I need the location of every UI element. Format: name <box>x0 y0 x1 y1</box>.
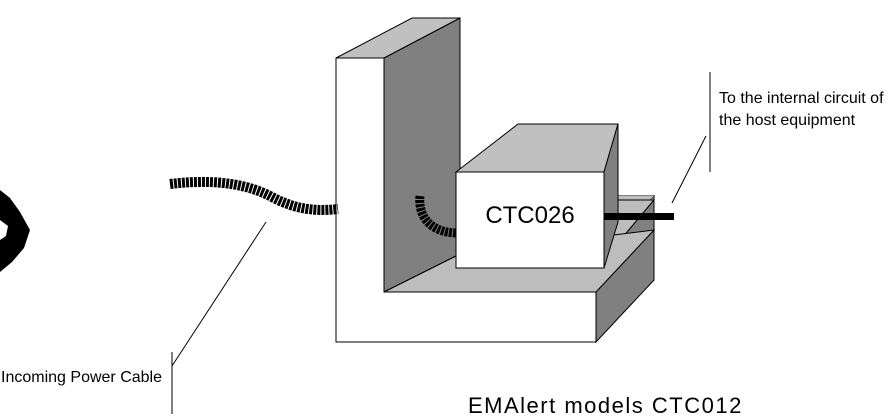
device-label: CTC026 <box>485 202 575 229</box>
callout-leader-left <box>171 221 267 367</box>
device-box-front <box>455 171 605 269</box>
callout-leader-right <box>671 135 707 204</box>
diagram-caption: EMAlert models CTC012 <box>468 393 743 418</box>
callout-power-cable: Incoming Power Cable <box>1 369 162 386</box>
device-box-top <box>454 123 619 173</box>
output-wire <box>604 213 674 220</box>
internal-cable <box>415 195 457 238</box>
callout-internal-circuit: To the internal circuit of the host equi… <box>719 90 884 129</box>
bracket-wall-side <box>383 17 461 293</box>
power-plug-icon <box>0 190 30 272</box>
incoming-power-cable <box>169 176 339 215</box>
